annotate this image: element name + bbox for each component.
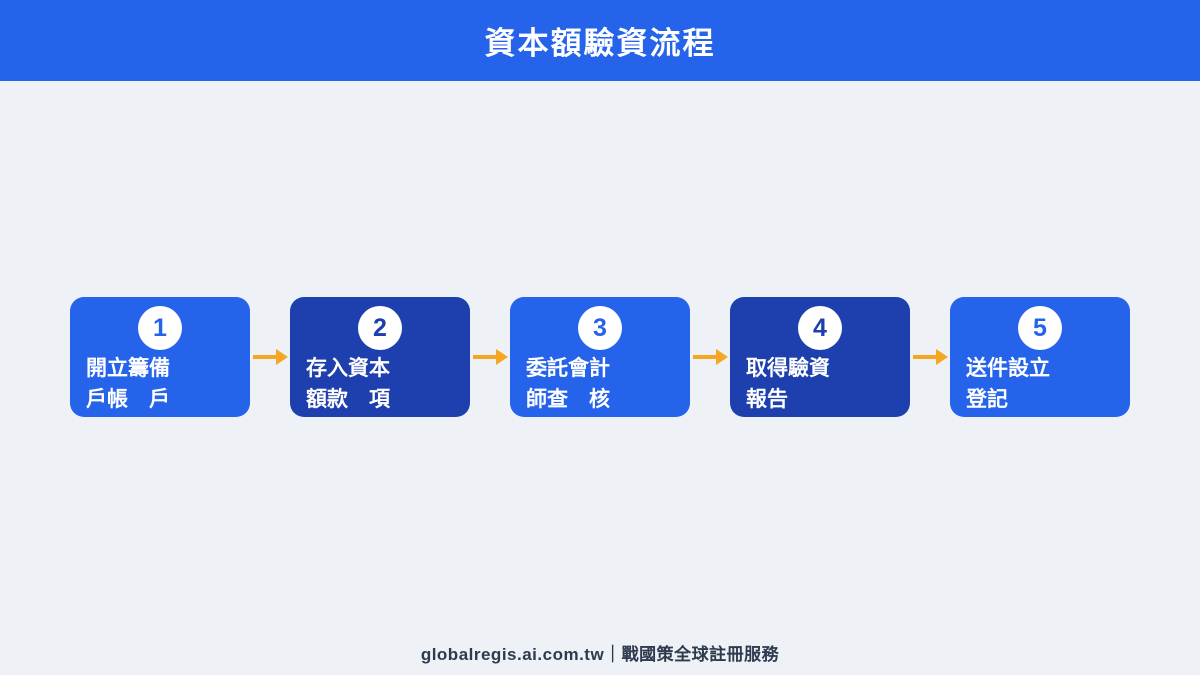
step-number-badge: 1 (138, 306, 182, 350)
flow-diagram: 1 開立籌備戶帳 戶 2 存入資本額款 項 3 委託會計師查 核 4 取得驗資報… (70, 297, 1130, 417)
step-number-badge: 4 (798, 306, 842, 350)
step-number-badge: 5 (1018, 306, 1062, 350)
arrow-shaft (912, 355, 936, 359)
step-card-5: 5 送件設立登記 (950, 297, 1130, 417)
step-card-4: 4 取得驗資報告 (730, 297, 910, 417)
arrow-shaft (472, 355, 496, 359)
step-label: 存入資本額款 項 (306, 353, 390, 415)
step-card-1: 1 開立籌備戶帳 戶 (70, 297, 250, 417)
flow-arrow (250, 297, 290, 417)
step-line1: 委託會計 (526, 357, 610, 380)
step-line2: 報告 (746, 388, 788, 411)
arrow-right-icon (275, 349, 288, 365)
step-line2: 登記 (966, 388, 1008, 411)
page-header: 資本額驗資流程 (0, 0, 1200, 81)
footer: globalregis.ai.com.tw｜戰國策全球註冊服務 (0, 640, 1200, 665)
arrow-right-icon (715, 349, 728, 365)
step-label: 委託會計師查 核 (526, 353, 610, 415)
step-line2: 戶帳 戶 (86, 388, 170, 411)
step-line2: 額款 項 (306, 388, 390, 411)
arrow-right-icon (495, 349, 508, 365)
step-number-badge: 3 (578, 306, 622, 350)
step-line1: 存入資本 (306, 357, 390, 380)
step-card-3: 3 委託會計師查 核 (510, 297, 690, 417)
page-title: 資本額驗資流程 (484, 26, 716, 61)
flow-arrow (690, 297, 730, 417)
step-line1: 送件設立 (966, 357, 1050, 380)
step-card-2: 2 存入資本額款 項 (290, 297, 470, 417)
footer-text: globalregis.ai.com.tw｜戰國策全球註冊服務 (420, 645, 780, 664)
arrow-shaft (252, 355, 276, 359)
arrow-shaft (692, 355, 716, 359)
step-label: 取得驗資報告 (746, 353, 830, 415)
step-line2: 師查 核 (526, 388, 610, 411)
step-number-badge: 2 (358, 306, 402, 350)
step-line1: 取得驗資 (746, 357, 830, 380)
flow-arrow (470, 297, 510, 417)
step-label: 送件設立登記 (966, 353, 1050, 415)
step-label: 開立籌備戶帳 戶 (86, 353, 170, 415)
step-line1: 開立籌備 (86, 357, 170, 380)
arrow-right-icon (935, 349, 948, 365)
flow-arrow (910, 297, 950, 417)
